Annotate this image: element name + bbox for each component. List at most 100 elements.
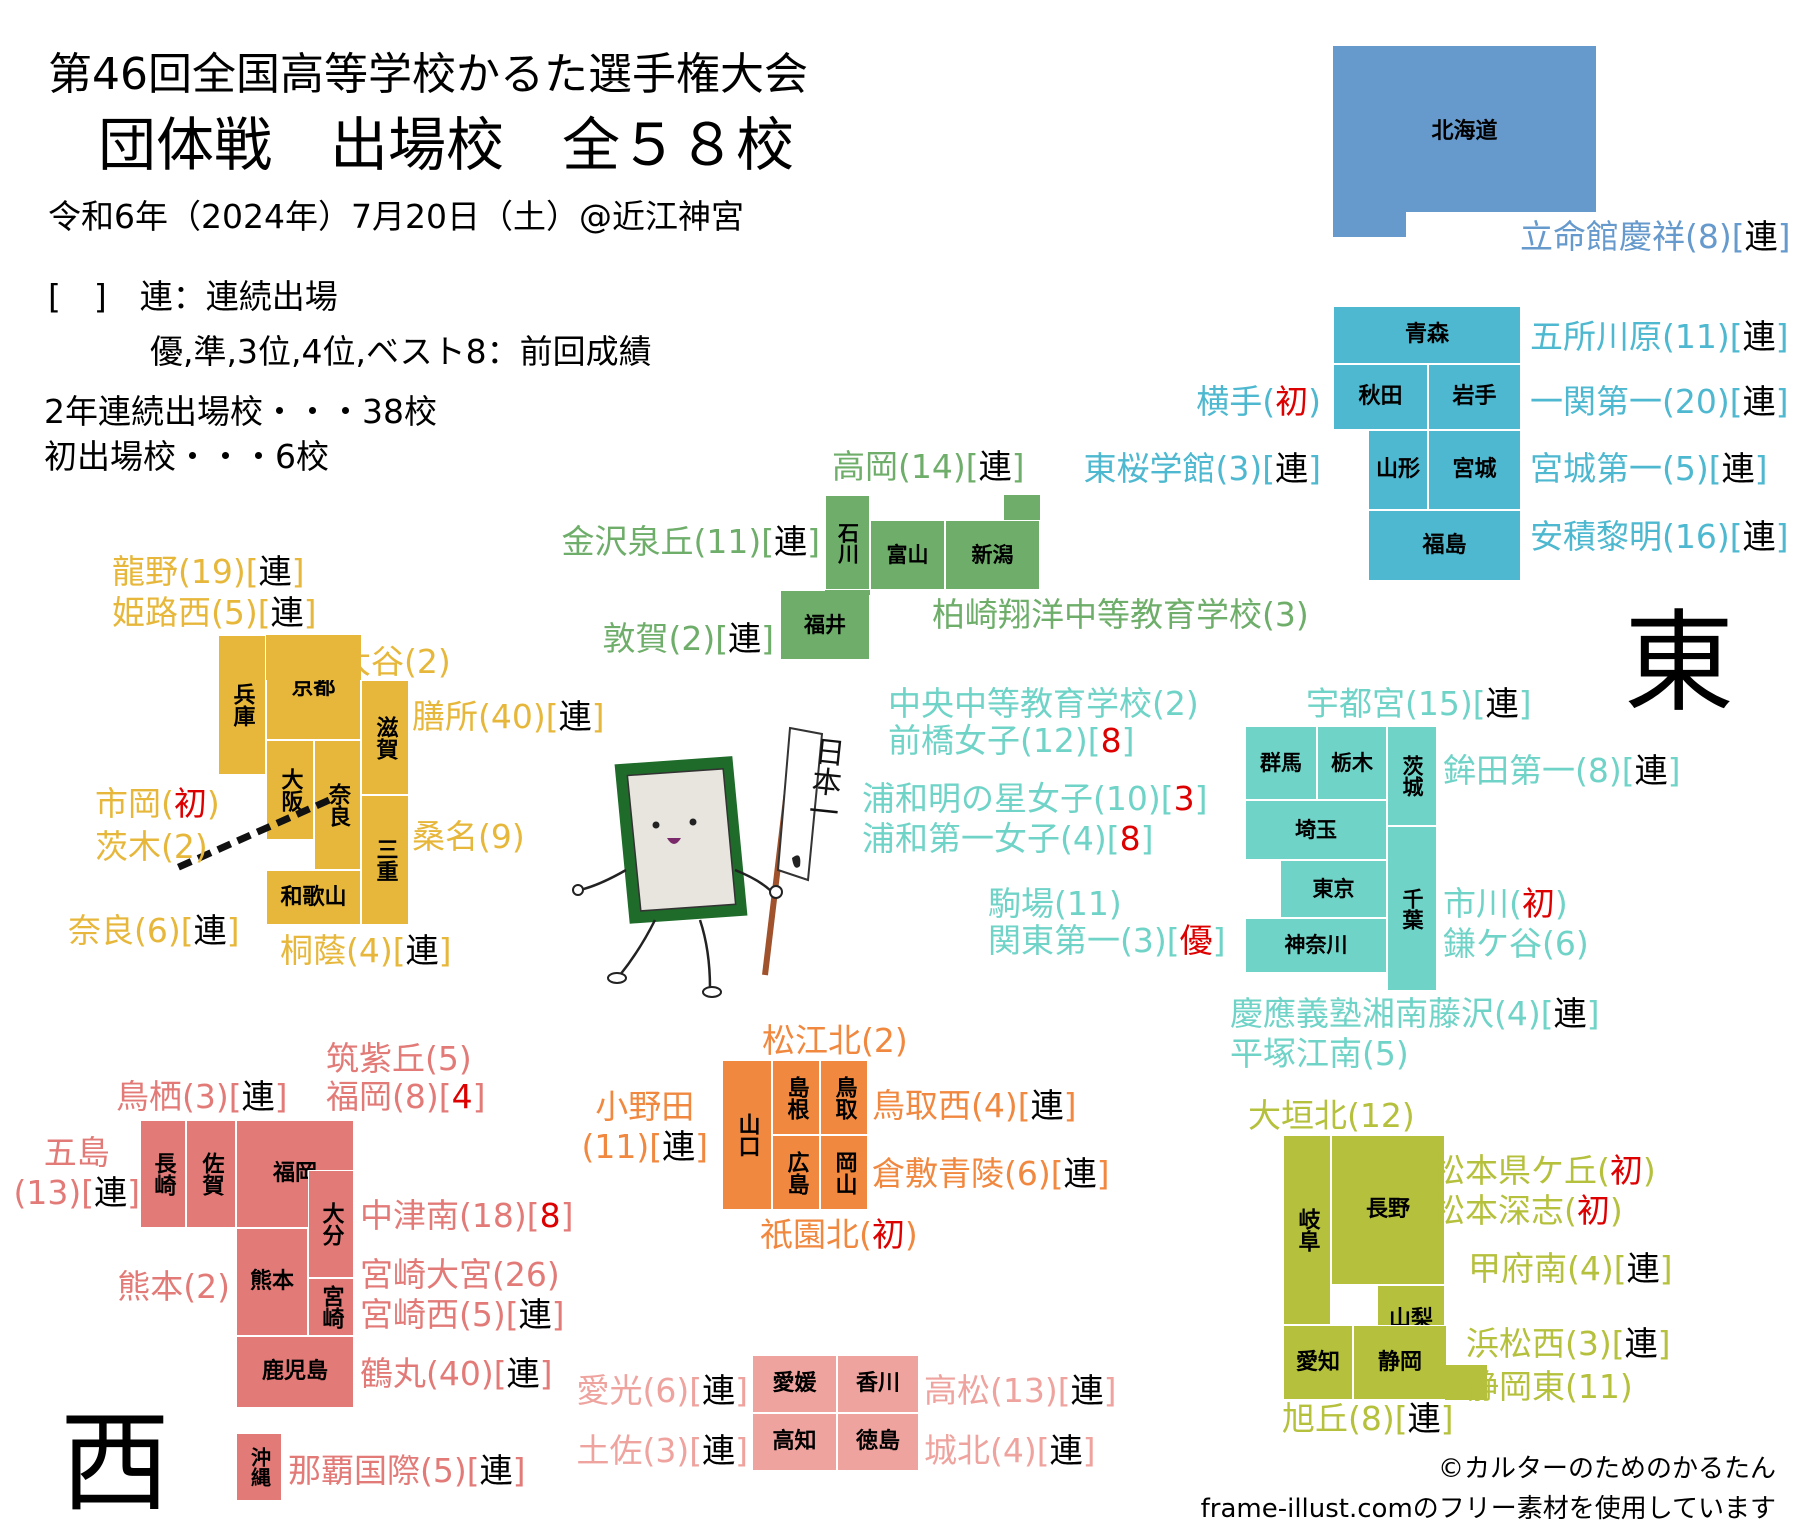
school-note: 連 <box>94 1172 128 1212</box>
school-appearances: (4) <box>990 1431 1037 1470</box>
prefecture-aichi-label: 愛知 <box>1295 1349 1340 1375</box>
school-miyazaki_nishi: 宮崎西(5)[連] <box>360 1295 565 1334</box>
prefecture-kagoshima-label: 鹿児島 <box>261 1359 328 1385</box>
school-appearances: (4) <box>1060 819 1107 858</box>
prefecture-shizuoka: 静岡 <box>1353 1325 1447 1400</box>
school-name: 桐蔭 <box>280 931 346 970</box>
school-name: 宮崎西 <box>360 1295 459 1334</box>
prefecture-niigata: 新潟 <box>945 520 1040 590</box>
school-appearances: (8) <box>1348 1399 1395 1438</box>
school-note: 連 <box>702 1431 736 1470</box>
school-toin: 桐蔭(4)[連] <box>280 931 452 970</box>
school-name: 倉敷青陵 <box>872 1154 1004 1193</box>
school-name: 桑名 <box>412 817 478 856</box>
prefecture-nagasaki-label: 長崎 <box>150 1152 176 1196</box>
legend-results-text: 優,準,3位,4位,ベスト8：前回成績 <box>150 332 652 371</box>
school-nara_hs: 奈良(6)[連] <box>68 911 240 950</box>
school-name: 鎌ケ谷 <box>1443 924 1542 963</box>
prefecture-saga: 佐賀 <box>186 1120 236 1228</box>
school-name: 宇都宮 <box>1306 684 1405 723</box>
school-tsurumaru: 鶴丸(40)[連] <box>360 1354 553 1393</box>
school-name: 五島 <box>43 1133 110 1172</box>
prefecture-fukui: 福井 <box>780 590 870 660</box>
stat-consecutive-text: 2年連続出場校・・・38校 <box>44 392 437 431</box>
prefecture-tochigi-label: 栃木 <box>1331 750 1373 775</box>
credit-source-text: frame-illust.comのフリー素材を使用しています <box>1200 1494 1776 1524</box>
prefecture-aomori-label: 青森 <box>1404 322 1449 348</box>
school-asaka_reimei: 安積黎明(16)[連] <box>1530 517 1789 556</box>
prefecture-nagano: 長野 <box>1331 1135 1445 1285</box>
prefecture-ibaraki: 茨城 <box>1387 726 1437 826</box>
school-aiko: 愛光(6)[連] <box>576 1371 749 1410</box>
prefecture-hiroshima: 広島 <box>772 1135 820 1210</box>
prefecture-kochi: 高知 <box>752 1413 837 1471</box>
prefecture-iwate-label: 岩手 <box>1452 384 1497 410</box>
niigata-shape-top <box>1004 495 1040 520</box>
school-note: 連 <box>1626 1249 1660 1288</box>
prefecture-miyagi: 宮城 <box>1428 430 1521 510</box>
school-name: 熊本 <box>117 1267 184 1306</box>
school-name: 愛光 <box>576 1371 643 1410</box>
school-note: 連 <box>1742 317 1776 356</box>
school-note: 8 <box>1119 819 1141 858</box>
credit-character: ©カルターのためのかるたん <box>1438 1454 1776 1485</box>
school-note: 連 <box>241 1077 275 1116</box>
school-name: 龍野 <box>112 552 178 591</box>
school-appearances: (2) <box>1152 684 1199 723</box>
school-name: 筑紫丘 <box>326 1039 425 1078</box>
school-goshogawara: 五所川原(11)[連] <box>1530 317 1789 356</box>
school-appearances: (12) <box>1020 721 1088 760</box>
school-note: 連 <box>506 1354 540 1393</box>
school-name: 鉾田第一 <box>1443 751 1575 790</box>
school-name: 城北 <box>924 1431 990 1470</box>
prefecture-wakayama-label: 和歌山 <box>280 884 347 910</box>
school-name: 横手 <box>1196 382 1263 421</box>
school-tottori_nishi: 鳥取西(4)[連] <box>872 1086 1077 1125</box>
school-higashi_sakura: 東桜学館(3)[連] <box>1083 449 1322 488</box>
legend-results: 優,準,3位,4位,ベスト8：前回成績 <box>150 333 652 371</box>
school-johoku: 城北(4)[連] <box>924 1431 1096 1470</box>
school-naha_kokusai: 那覇国際(5)[連] <box>288 1451 526 1490</box>
school-name: 市岡 <box>95 784 161 823</box>
school-appearances: (6) <box>1542 924 1589 963</box>
school-name: 慶應義塾湘南藤沢 <box>1230 994 1494 1033</box>
title-main-text: 第46回全国高等学校かるた選手権大会 <box>48 49 808 100</box>
school-appearances: (6) <box>1004 1154 1051 1193</box>
school-note: 連 <box>405 931 439 970</box>
school-appearances: (3) <box>1120 921 1167 960</box>
school-appearances: (5) <box>420 1451 467 1490</box>
prefecture-hyogo-label: 兵庫 <box>229 683 255 727</box>
prefecture-ishikawa: 石川 <box>825 495 870 590</box>
school-appearances: (11) <box>693 522 762 561</box>
school-himeji_nishi: 姫路西(5)[連] <box>112 593 317 632</box>
school-name: 宮城第一 <box>1530 449 1662 488</box>
school-name: 鳥栖 <box>116 1077 182 1116</box>
kyoto-shape-top <box>266 635 361 680</box>
school-appearances: (2) <box>668 619 716 658</box>
prefecture-kumamoto-label: 熊本 <box>249 1269 294 1295</box>
school-note: 連 <box>258 552 292 591</box>
school-tatsuno: 龍野(19)[連] <box>112 552 305 591</box>
school-note: 連 <box>702 1371 736 1410</box>
school-miyagi_daiichi: 宮城第一(5)[連] <box>1530 449 1768 488</box>
school-kuwana: 桑名(9) <box>412 818 525 856</box>
school-appearances: (4) <box>971 1086 1018 1125</box>
legend-consecutive: [ ] 連：連続出場 <box>48 278 338 316</box>
school-first-badge: 初 <box>1275 382 1309 421</box>
prefecture-nagasaki: 長崎 <box>140 1120 186 1228</box>
school-fukuoka_hs: 福岡(8)[4] <box>326 1077 486 1116</box>
hokkaido-shape <box>1333 46 1596 212</box>
prefecture-iwate: 岩手 <box>1428 364 1521 430</box>
school-name: 茨木 <box>95 827 161 866</box>
school-appearances: (3) <box>1262 595 1309 634</box>
prefecture-yamagata-label: 山形 <box>1375 457 1420 483</box>
school-matsue_kita: 松江北(2) <box>762 1022 908 1060</box>
school-hokota_daiichi: 鉾田第一(8)[連] <box>1443 751 1681 790</box>
school-ichioka: 市岡(初) <box>95 784 220 823</box>
prefecture-oita-label: 大分 <box>318 1202 344 1246</box>
school-appearances: (5) <box>459 1295 506 1334</box>
school-appearances: (2) <box>183 1267 230 1306</box>
school-name: 市川 <box>1443 884 1509 923</box>
school-note: 連 <box>193 911 227 950</box>
